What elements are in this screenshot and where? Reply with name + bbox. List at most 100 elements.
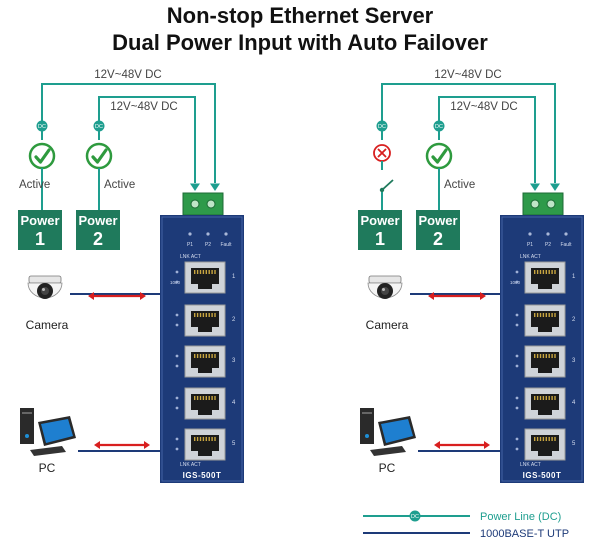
led-label: P1	[527, 242, 533, 248]
voltage-label-inner: 12V~48V DC	[450, 101, 517, 113]
title-line-2: Dual Power Input with Auto Failover	[112, 30, 488, 55]
port-led	[175, 280, 179, 284]
camera-label: Camera	[366, 318, 409, 332]
arrowhead	[190, 183, 200, 191]
port-led	[175, 396, 179, 400]
power-box-bg	[358, 210, 402, 250]
power-box-bg	[18, 210, 62, 250]
power-line-inner	[98, 96, 196, 183]
port-number: 2	[232, 317, 236, 323]
arrowhead	[140, 292, 146, 300]
legend-utp-label: 1000BASE-T UTP	[480, 528, 569, 540]
rj45-port	[184, 304, 226, 337]
legend: DC Power Line (DC) 1000BASE-T UTP	[363, 510, 569, 540]
voltage-label-outer: 12V~48V DC	[434, 69, 501, 81]
status-led	[188, 232, 192, 236]
pc-label: PC	[379, 461, 396, 475]
diagram-title: Non-stop Ethernet Server Dual Power Inpu…	[0, 2, 600, 56]
arrowhead	[550, 183, 560, 191]
switch-model-label: IGS-500T	[183, 471, 222, 480]
rj45-port	[524, 304, 566, 337]
rj45-port	[184, 428, 226, 461]
voltage-label-outer: 12V~48V DC	[94, 69, 161, 81]
switch-bezel	[161, 216, 243, 482]
arrowhead	[428, 292, 434, 300]
port-number: 4	[232, 400, 236, 406]
dc-marker-text: DC	[435, 124, 443, 130]
dc-terminal-block	[182, 192, 224, 216]
rj45-port	[524, 428, 566, 461]
port-led	[515, 364, 519, 368]
led-label: P1	[187, 242, 193, 248]
legend-dc-marker-text: DC	[411, 514, 419, 520]
status-led	[206, 232, 210, 236]
port-led	[175, 354, 179, 358]
port-led	[515, 323, 519, 327]
arrowhead	[94, 441, 100, 449]
check-icon	[85, 142, 113, 170]
title-line-1: Non-stop Ethernet Server	[166, 3, 434, 28]
rj45-port	[184, 387, 226, 420]
pc-icon	[20, 408, 76, 456]
lnk-act-label-top: LNK ACT	[520, 254, 541, 260]
port-led	[175, 270, 179, 274]
led-label: P2	[205, 242, 211, 248]
port-led	[515, 313, 519, 317]
port-number: 5	[572, 441, 576, 447]
status-led	[564, 232, 568, 236]
arrowhead	[144, 441, 150, 449]
arrowhead	[530, 183, 540, 191]
speed-label: 1000	[170, 280, 181, 285]
port-led	[175, 364, 179, 368]
port-led	[175, 447, 179, 451]
status-led	[546, 232, 550, 236]
check-icon	[28, 142, 56, 170]
port-number: 3	[572, 358, 576, 364]
arrowhead	[434, 441, 440, 449]
legend-power-line-label: Power Line (DC)	[480, 511, 561, 523]
dc-marker	[376, 120, 388, 132]
pc-label: PC	[39, 461, 56, 475]
power-number: 1	[375, 229, 385, 249]
speed-label: 1000	[510, 280, 521, 285]
port-led	[175, 406, 179, 410]
arrowhead	[480, 292, 486, 300]
port-led	[515, 280, 519, 284]
led-label: Fault	[220, 242, 232, 248]
port-led	[515, 270, 519, 274]
power-number: 2	[93, 229, 103, 249]
dc-marker-text: DC	[95, 124, 103, 130]
voltage-label-inner: 12V~48V DC	[110, 101, 177, 113]
port-number: 4	[572, 400, 576, 406]
switch-model-label: IGS-500T	[523, 471, 562, 480]
power-number: 2	[433, 229, 443, 249]
dc-marker-text: DC	[378, 124, 386, 130]
check-icon	[425, 142, 453, 170]
power-line-outer	[381, 83, 556, 183]
power-number: 1	[35, 229, 45, 249]
pc-icon	[360, 408, 416, 456]
arrowhead	[210, 183, 220, 191]
lnk-act-label-bottom: LNK ACT	[520, 462, 541, 468]
port-led	[175, 437, 179, 441]
switch-bezel	[501, 216, 583, 482]
port-number: 1	[572, 274, 576, 280]
port-led	[515, 447, 519, 451]
dc-marker-text: DC	[38, 124, 46, 130]
dc-marker	[36, 120, 48, 132]
power-label: Power	[78, 213, 117, 228]
power-2-status: Active	[444, 179, 475, 191]
port-led	[175, 313, 179, 317]
port-led	[515, 437, 519, 441]
led-label: Fault	[560, 242, 572, 248]
port-led	[515, 396, 519, 400]
dc-terminal-block	[522, 192, 564, 216]
power-label: Power	[20, 213, 59, 228]
power-label: Power	[360, 213, 399, 228]
